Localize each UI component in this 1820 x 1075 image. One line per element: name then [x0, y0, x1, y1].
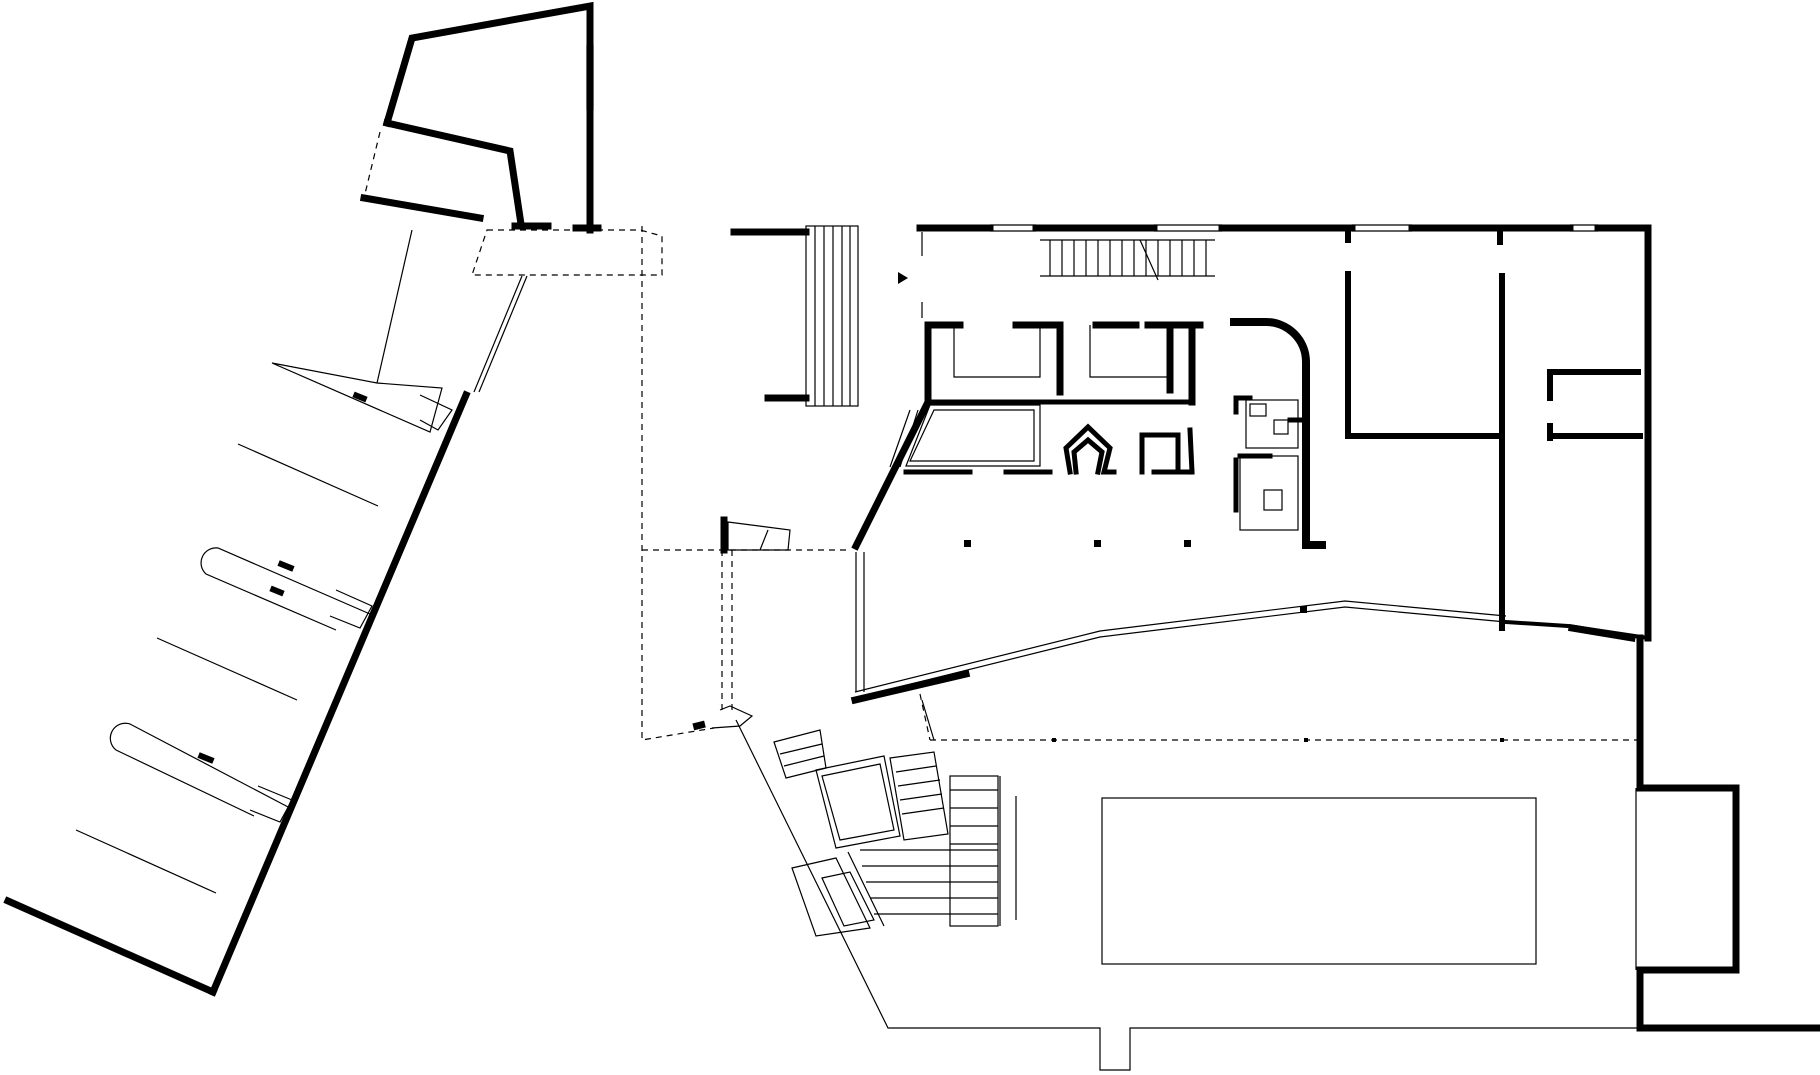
kitchen-counter-inner: [909, 409, 1035, 462]
entry-pavilion: [359, 1, 663, 276]
main-stair: [730, 225, 908, 407]
ramp-edge-3: [478, 275, 528, 393]
west-window-2: [899, 409, 919, 468]
step-block-2: [815, 755, 901, 849]
lower-step-block: [791, 857, 871, 937]
bath-room-2: [1239, 455, 1299, 531]
canopy-west-edge: [641, 226, 715, 741]
canopy-stair-box: [727, 521, 791, 551]
main-house-interior: [730, 225, 1643, 631]
pool: [1101, 797, 1537, 965]
column-1: [277, 560, 295, 572]
stair-direction-arrow: [898, 272, 908, 284]
step-block-2-inner: [821, 763, 895, 841]
column-a: [964, 540, 971, 547]
ramp-wedge: [271, 362, 443, 433]
south-facade-solid: [1567, 623, 1637, 643]
ramp-edge-2: [473, 275, 523, 393]
west-angled-wall: [851, 397, 933, 551]
bath-fixture: [1249, 403, 1267, 417]
pavilion-outer-wall: [382, 1, 594, 234]
canopy-outline: [471, 229, 663, 276]
curved-wall: [1230, 318, 1326, 549]
lounge-bench: [949, 775, 999, 927]
steps-2: [329, 589, 373, 629]
column-d: [1300, 606, 1307, 613]
kitchen-island: [1063, 423, 1117, 475]
bath-room: [1245, 399, 1299, 449]
garage-wing: [3, 229, 528, 997]
south-glazing: [854, 606, 1507, 699]
closet-wall: [1547, 369, 1641, 401]
pool-terrace: [735, 699, 1640, 1071]
terrace-canopy-edge-2: [919, 693, 931, 741]
terrace-step-edge: [921, 699, 935, 741]
kitchen-counter: [905, 404, 1041, 467]
pavilion-lower-wall: [359, 193, 485, 223]
canopy-stair: [692, 516, 791, 731]
pavilion-opening: [363, 131, 381, 199]
parking-line-1: [237, 443, 379, 507]
parking-line-3: [75, 829, 217, 894]
terrace-outline: [735, 719, 1640, 1071]
column-3: [197, 752, 215, 764]
main-house-envelope: [850, 224, 1652, 705]
pantry-east: [1187, 427, 1195, 475]
bath-block: [1230, 318, 1326, 549]
west-window: [889, 409, 911, 468]
steps-3: [249, 785, 293, 823]
lower-step-block-inner: [821, 871, 875, 927]
pantry: [1139, 432, 1181, 475]
bath-fixture-2: [1273, 419, 1289, 435]
column-4: [352, 391, 368, 403]
step-block-3: [889, 751, 949, 841]
toilet: [1263, 489, 1283, 511]
garage-east-wall: [208, 390, 471, 997]
entry-steps: [711, 705, 754, 729]
ramp-edge: [376, 229, 413, 384]
cabinet-row: [924, 321, 1204, 406]
kitchen-block: [903, 404, 1195, 475]
south-glazing-2: [854, 600, 1507, 693]
pavilion-inner-wall: [382, 118, 525, 228]
south-wall-solid: [850, 669, 971, 705]
column-c: [1184, 540, 1191, 547]
garage-south-wall: [3, 896, 218, 997]
bedrooms: [1345, 225, 1643, 631]
east-annex: [1635, 634, 1820, 1032]
column-2: [269, 585, 285, 597]
steps-1: [419, 394, 453, 431]
cabinet-2: [1089, 325, 1171, 378]
parking-stall-2: [109, 722, 291, 817]
upper-stair: [1040, 239, 1215, 281]
stair-outline: [805, 225, 859, 407]
column-b: [1094, 540, 1101, 547]
annex-wall: [1636, 634, 1820, 1032]
parking-stall-1: [200, 547, 371, 631]
terrace-canopy: [641, 226, 1640, 742]
cabinet-1: [953, 325, 1041, 378]
parking-line-2: [156, 637, 298, 701]
kitchen-island-inner: [1071, 436, 1105, 475]
